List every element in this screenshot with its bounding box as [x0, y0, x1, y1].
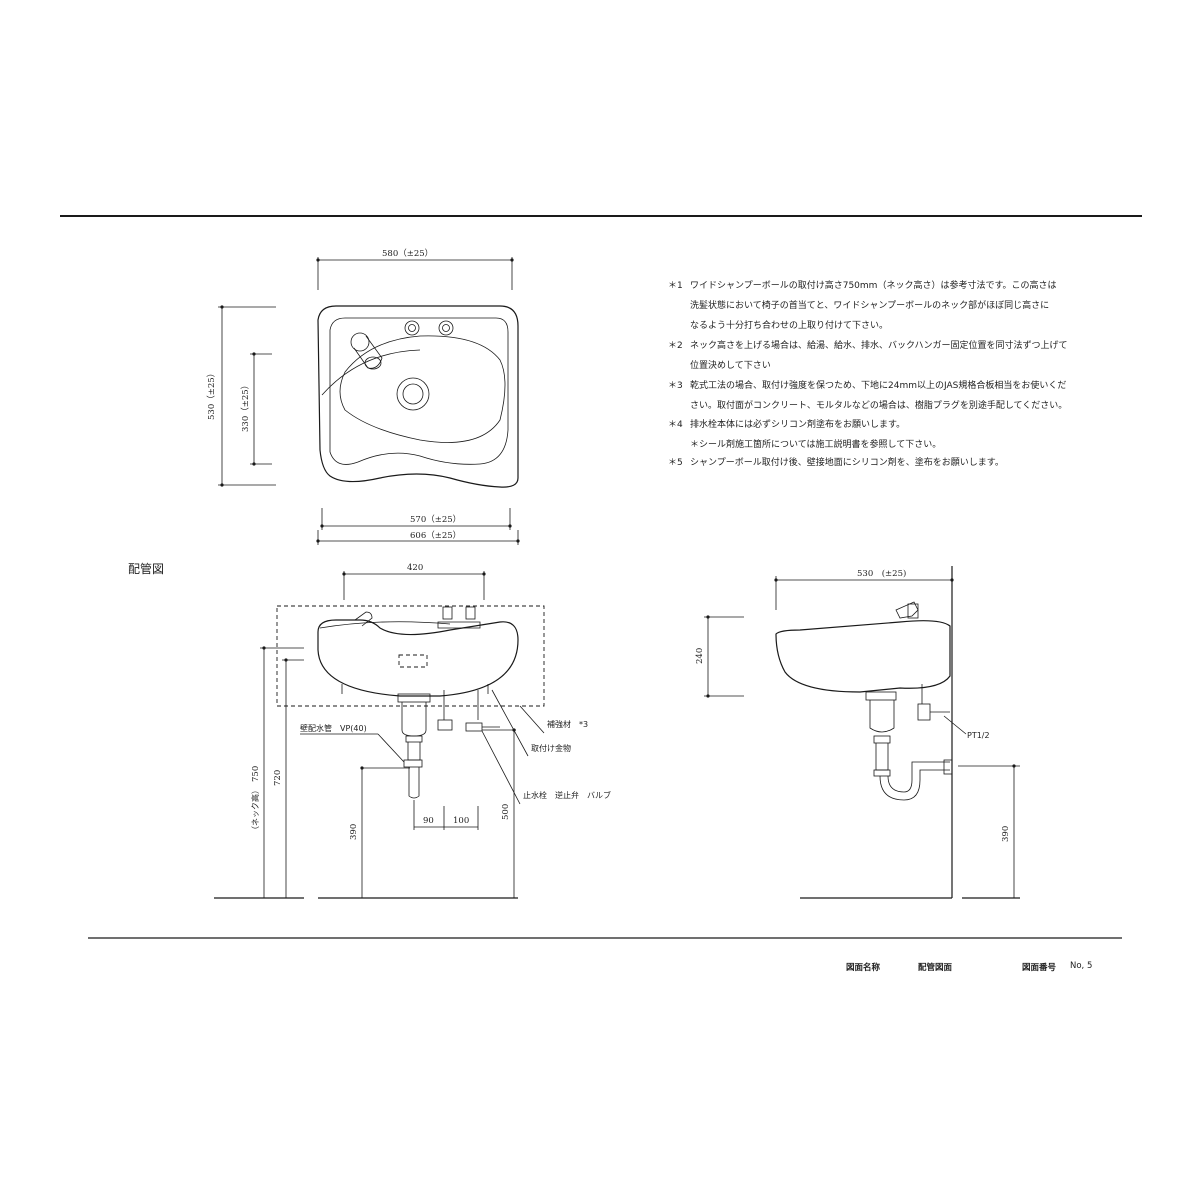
- dim-420: 420: [407, 563, 423, 573]
- dim-240: 240: [695, 648, 705, 664]
- dim-580: 580（±25）: [382, 248, 433, 259]
- dim-neck: （ネック高）: [250, 786, 260, 834]
- note-1-line-2: 洗髪状態において椅子の首当てと、ワイドシャンプーボールのネック部がほぼ同じ高さに: [690, 301, 1050, 311]
- dim-530: 530（±25）: [206, 369, 217, 420]
- note-2-line-2: 位置決めして下さい: [690, 361, 771, 371]
- footer-name-value: 配管図面: [918, 963, 953, 973]
- dim-606: 606（±25）: [410, 530, 461, 541]
- dim-390: 390: [349, 824, 359, 840]
- plan-view: 580（±25） 530（±25） 330（±25） 57: [206, 248, 520, 545]
- footer-number-value: No, 5: [1070, 961, 1093, 971]
- front-view: 420 補強材 *3 取: [214, 563, 611, 899]
- dim-100: 100: [453, 816, 469, 826]
- dim-500: 500: [501, 804, 511, 820]
- note-4-line-2: ＊シール剤施工箇所については施工説明書を参照して下さい。: [690, 440, 942, 450]
- label-reinforce: 補強材 *3: [547, 719, 588, 729]
- label-bracket: 取付け金物: [531, 743, 571, 753]
- dim-90: 90: [423, 816, 434, 826]
- label-valve: 止水栓 逆止弁 バルブ: [523, 790, 611, 800]
- dim-750: 750: [251, 766, 261, 782]
- note-1-line-3: なるよう十分打ち合わせの上取り付けて下さい。: [690, 321, 889, 331]
- footer-name-label: 図面名称: [846, 963, 881, 973]
- label-drain-pipe: 壁配水管 VP(40): [300, 723, 367, 733]
- label-pt: PT1/2: [967, 731, 990, 740]
- dim-330: 330（±25）: [240, 381, 251, 432]
- note-3-line-2: さい。取付面がコンクリート、モルタルなどの場合は、樹脂プラグを別途手配してくださ…: [690, 401, 1068, 411]
- section-title: 配管図: [128, 562, 165, 576]
- footer-number-label: 図面番号: [1022, 963, 1057, 973]
- dim-720: 720: [273, 770, 283, 786]
- dim-side-530: 530 (±25): [857, 568, 906, 579]
- dim-570: 570（±25）: [410, 514, 461, 525]
- dim-side-390: 390: [1001, 826, 1011, 842]
- side-view: 530 (±25) 240 PT1/2 390: [695, 566, 1020, 899]
